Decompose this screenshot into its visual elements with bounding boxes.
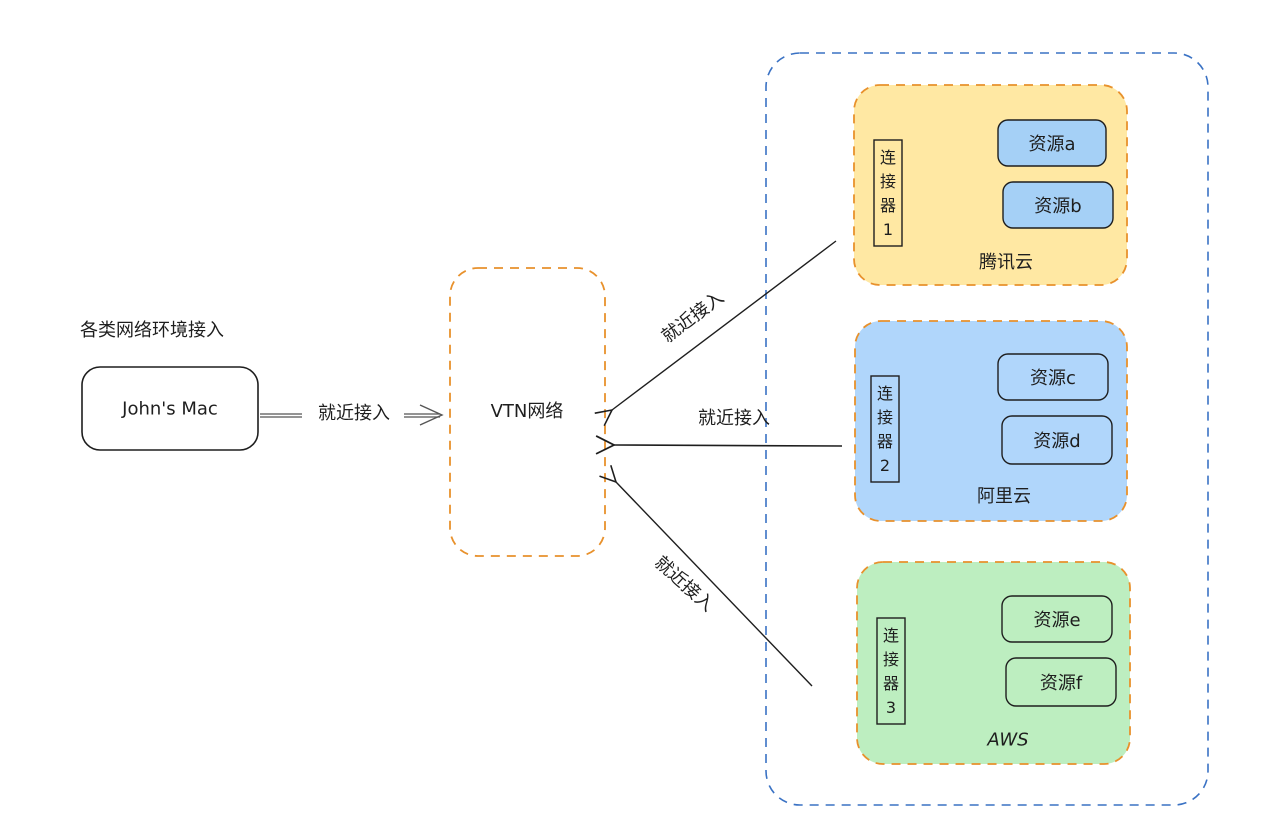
resource-label-d: 资源d bbox=[1033, 431, 1081, 452]
resource-box-f[interactable] bbox=[1005, 657, 1117, 707]
connector-char: 器 bbox=[876, 432, 893, 451]
cloud-box-aws[interactable] bbox=[856, 561, 1131, 765]
resource-box-c[interactable] bbox=[997, 353, 1109, 401]
cloud-name-aliyun: 阿里云 bbox=[977, 486, 1031, 507]
resource-box-e[interactable] bbox=[1001, 595, 1113, 643]
connector-box-1[interactable] bbox=[873, 139, 903, 247]
client-box[interactable] bbox=[81, 366, 259, 451]
connector-char: 2 bbox=[879, 456, 891, 475]
resource-box-a[interactable] bbox=[997, 119, 1107, 167]
resource-box-b[interactable] bbox=[1002, 181, 1114, 229]
caption-network-access: 各类网络环境接入 bbox=[80, 320, 224, 341]
cloud-box-aliyun[interactable] bbox=[854, 320, 1128, 522]
connector-char: 接 bbox=[879, 172, 896, 191]
vtn-label: VTN网络 bbox=[490, 401, 564, 422]
connector-label-1: 连 接 器 1 bbox=[877, 146, 899, 242]
connector-char: 器 bbox=[879, 196, 896, 215]
connector-char: 连 bbox=[876, 384, 893, 403]
cloud-name-tencent: 腾讯云 bbox=[979, 252, 1033, 273]
resource-label-a: 资源a bbox=[1028, 134, 1076, 155]
client-label: John's Mac bbox=[122, 398, 218, 420]
connector-label-2: 连 接 器 2 bbox=[874, 382, 896, 478]
resource-label-b: 资源b bbox=[1034, 196, 1082, 217]
edge-aliyun-to-vtn bbox=[595, 435, 843, 455]
connector-char: 3 bbox=[885, 698, 897, 717]
connector-box-2[interactable] bbox=[870, 375, 900, 483]
connector-char: 器 bbox=[882, 674, 899, 693]
connector-char: 连 bbox=[882, 626, 899, 645]
edge-aws-to-vtn bbox=[599, 465, 813, 687]
edge-label-aliyun: 就近接入 bbox=[698, 408, 770, 429]
connector-box-3[interactable] bbox=[876, 617, 906, 725]
connector-char: 接 bbox=[876, 408, 893, 427]
resource-label-f: 资源f bbox=[1039, 673, 1083, 694]
cloud-name-aws: AWS bbox=[987, 729, 1029, 751]
resource-box-d[interactable] bbox=[1001, 415, 1113, 465]
edge-tencent-to-vtn bbox=[594, 240, 837, 427]
connector-char: 接 bbox=[882, 650, 899, 669]
client-arrow bbox=[260, 404, 444, 426]
connector-char: 连 bbox=[879, 148, 896, 167]
connector-char: 1 bbox=[882, 220, 894, 239]
resource-label-c: 资源c bbox=[1030, 368, 1076, 389]
cloud-region-boundary bbox=[765, 52, 1209, 806]
client-edge-label: 就近接入 bbox=[314, 399, 394, 425]
connector-label-3: 连 接 器 3 bbox=[880, 624, 902, 720]
resource-label-e: 资源e bbox=[1033, 610, 1081, 631]
